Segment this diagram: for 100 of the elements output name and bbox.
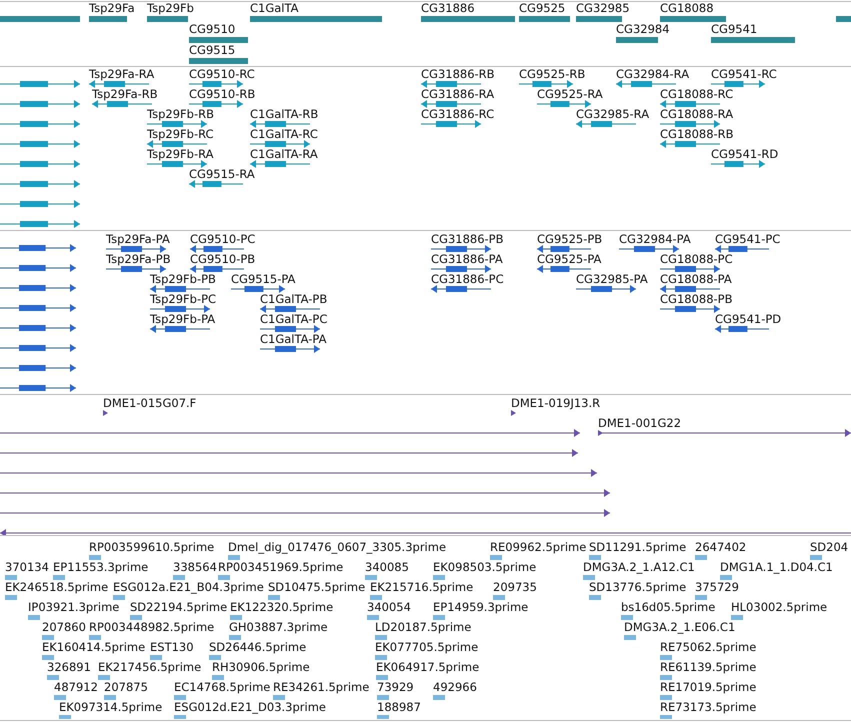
feature-label: GH03887.3prime: [229, 621, 328, 634]
feature-label: CG18088-RB: [660, 128, 734, 141]
feature-label: CG9541: [711, 23, 758, 36]
feature-label: CG9515-PA: [231, 273, 296, 286]
feature-label: Tsp29Fa-PA: [106, 233, 170, 246]
feature-label: CG9525: [519, 2, 566, 15]
feature-label: CG32984: [616, 23, 670, 36]
feature-label: CG31886-RA: [421, 88, 494, 101]
feature-label: CG9541-PD: [715, 313, 782, 326]
feature-label: CG31886-RC: [421, 108, 494, 121]
feature-label: CG9525-RA: [537, 88, 603, 101]
feature-label: EK122320.5prime: [230, 601, 334, 614]
feature-label: CG9510: [189, 23, 236, 36]
feature-label: CG9510-RC: [189, 68, 255, 81]
feature-label: CG9515-RA: [189, 168, 255, 181]
feature-label: CG18088-PB: [660, 293, 732, 306]
feature-label: CG18088-PC: [660, 253, 733, 266]
feature-label: C1GalTA-PA: [260, 333, 326, 346]
feature-label: RE75062.5prime: [660, 641, 756, 654]
feature-label: 338564: [173, 561, 217, 574]
feature-label: CG31886: [421, 2, 475, 15]
feature-label: CG9525-PB: [537, 233, 602, 246]
feature-label: SD22194.5prime: [130, 601, 228, 614]
feature-label: LD20187.5prime: [375, 621, 472, 634]
feature-label: CG32985-RA: [576, 108, 650, 121]
feature-label: EST130: [150, 641, 194, 654]
feature-label: 73929: [377, 681, 414, 694]
feature-label: CG32985-PA: [576, 273, 648, 286]
feature-label: EK217456.5prime: [98, 661, 202, 674]
feature-label: CG9541-PC: [715, 233, 780, 246]
feature-label: DME1-019J13.R: [511, 397, 600, 410]
feature-label: 492966: [433, 681, 477, 694]
feature-label: 188987: [377, 701, 421, 714]
feature-label: Tsp29Fb: [147, 2, 194, 15]
feature-label: Tsp29Fb-PC: [150, 293, 216, 306]
feature-label: CG9541-RC: [711, 68, 777, 81]
feature-label: RP003599610.5prime: [89, 541, 214, 554]
feature-label: Tsp29Fb-RB: [147, 108, 214, 121]
feature-label: C1GalTA-PB: [260, 293, 328, 306]
feature-label: ESG012d.E21_D03.3prime: [174, 701, 326, 714]
feature-label: CG9510-PB: [190, 253, 256, 266]
feature-label: 487912: [54, 681, 98, 694]
feature-label: EK098503.5prime: [433, 561, 536, 574]
feature-label: SD10475.5prime: [268, 581, 366, 594]
feature-label: Tsp29Fb-PB: [150, 273, 216, 286]
feature-label: RE34261.5prime: [273, 681, 370, 694]
feature-label: RE61139.5prime: [660, 661, 756, 674]
feature-label: CG18088-PA: [660, 273, 732, 286]
feature-label: CG9525-RB: [519, 68, 586, 81]
feature-label: Tsp29Fa: [89, 2, 135, 15]
feature-label: Tsp29Fb-RA: [147, 148, 214, 161]
feature-label: DMG1A.1_1.D04.C1: [720, 561, 833, 574]
feature-label: 326891: [47, 661, 91, 674]
feature-label: RE17019.5prime: [660, 681, 756, 694]
feature-label: EK246518.5prime: [5, 581, 108, 594]
feature-label: CG9510-RB: [189, 88, 256, 101]
feature-label: SD26446.5prime: [209, 641, 306, 654]
feature-label: bs16d05.5prime: [621, 601, 716, 614]
feature-label: CG32985: [576, 2, 630, 15]
feature-label: 207875: [104, 681, 148, 694]
feature-label: RP003451969.5prime: [218, 561, 344, 574]
feature-label: SD11291.5prime: [589, 541, 686, 554]
feature-label: CG31886-PA: [431, 253, 503, 266]
feature-label: HL03002.5prime: [731, 601, 828, 614]
feature-label: RE09962.5prime: [490, 541, 586, 554]
feature-label: 340054: [367, 601, 411, 614]
feature-label: CG9510-PC: [190, 233, 256, 246]
feature-label: C1GalTA-RB: [250, 108, 318, 121]
feature-label: CG18088-RC: [660, 88, 734, 101]
feature-label: 2647402: [695, 541, 746, 554]
feature-label: RH30906.5prime: [212, 661, 310, 674]
feature-label: C1GalTA-RC: [250, 128, 318, 141]
feature-label: Tsp29Fa-RA: [89, 68, 154, 81]
feature-label: ESG012a.E21_B04.3prime: [113, 581, 264, 594]
feature-label: DME1-001G22: [598, 417, 682, 430]
feature-label: 207860: [42, 621, 86, 634]
feature-label: RE73173.5prime: [660, 701, 756, 714]
feature-label: 370134: [5, 561, 49, 574]
feature-label: RP003448982.5prime: [89, 621, 214, 634]
feature-label: SD13776.5prime: [589, 581, 686, 594]
feature-label: CG31886-PC: [431, 273, 504, 286]
feature-label: Tsp29Fa-PB: [106, 253, 171, 266]
feature-label: 209735: [493, 581, 537, 594]
feature-label: EP14959.3prime: [433, 601, 528, 614]
feature-label: CG32984-RA: [616, 68, 690, 81]
feature-label: DMG3A.2_1.E06.C1: [624, 621, 736, 634]
feature-label: EC14768.5prime: [174, 681, 270, 694]
feature-label: EP11553.3prime: [53, 561, 148, 574]
feature-label: C1GalTA-RA: [250, 148, 318, 161]
feature-label: CG31886-PB: [431, 233, 504, 246]
feature-label: C1GalTA: [250, 2, 298, 15]
feature-label: Tsp29Fb-PA: [150, 313, 216, 326]
feature-label: CG9525-PA: [537, 253, 602, 266]
feature-label: CG31886-RB: [421, 68, 495, 81]
feature-label: C1GalTA-PC: [260, 313, 328, 326]
feature-label: Tsp29Fb-RC: [147, 128, 214, 141]
feature-label: CG18088-RA: [660, 108, 734, 121]
feature-label: EK097314.5prime: [59, 701, 162, 714]
feature-label: Dmel_dig_017476_0607_3305.3prime: [228, 541, 446, 554]
feature-label: EK064917.5prime: [376, 661, 480, 674]
